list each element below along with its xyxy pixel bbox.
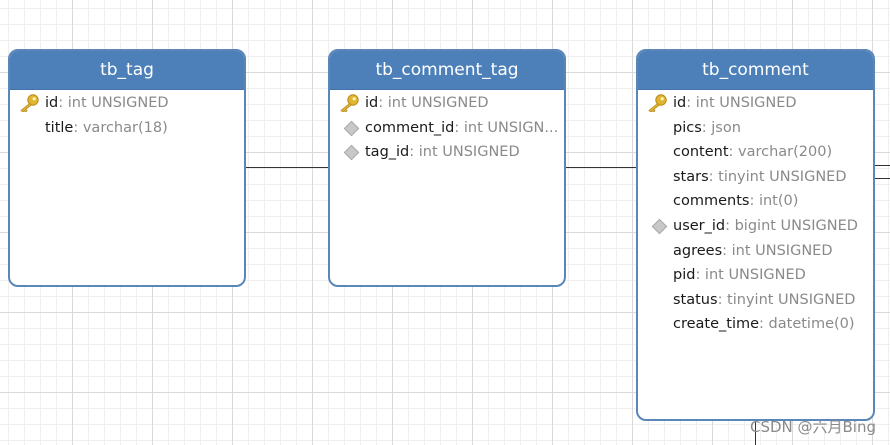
foreign-key-diamond-icon [343,120,360,136]
field-row[interactable]: comment_id: int UNSIGN... [330,116,564,141]
field-type: : varchar(18) [73,119,168,136]
field-type: : int(0) [749,193,799,210]
field-name: content: varchar(200) [673,140,832,165]
primary-key-icon [338,94,360,113]
field-name: id: int UNSIGNED [673,91,797,116]
field-type: : int UNSIGN... [454,119,559,136]
field-name: comment_id: int UNSIGN... [365,116,558,141]
foreign-key-diamond-icon [651,218,668,235]
field-name: status: tinyint UNSIGNED [673,288,855,313]
field-type: : int UNSIGNED [58,95,169,111]
relation-line-comment-right-2 [874,178,890,179]
field-row[interactable]: stars: tinyint UNSIGNED [638,165,873,190]
field-name: stars: tinyint UNSIGNED [673,165,847,190]
field-name-text: status [673,291,718,308]
field-row[interactable]: comments: int(0) [638,189,873,214]
primary-key-icon [18,94,40,113]
field-row[interactable]: content: varchar(200) [638,140,873,165]
field-row[interactable]: user_id: bigint UNSIGNED [638,214,873,239]
field-name-text: pid [673,267,696,284]
field-name-text: user_id [673,217,726,234]
field-row[interactable]: title: varchar(18) [10,116,244,141]
field-name: id: int UNSIGNED [365,91,489,116]
field-name-text: comment_id [365,119,455,136]
field-name-text: create_time [673,316,760,333]
field-row[interactable]: tag_id: int UNSIGNED [330,140,564,165]
field-name-text: title [45,119,74,136]
entity-title: tb_tag [10,51,244,90]
field-name: id: int UNSIGNED [45,91,169,116]
field-row[interactable]: id: int UNSIGNED [638,91,873,116]
relation-line-commenttag-comment [566,167,637,168]
field-name-text: id [45,95,59,111]
field-row[interactable]: pid: int UNSIGNED [638,263,873,288]
field-name-text: pics [673,119,702,136]
field-type: : int UNSIGNED [695,267,806,284]
entity-title: tb_comment_tag [330,51,564,90]
field-row[interactable]: status: tinyint UNSIGNED [638,288,873,313]
field-name-text: agrees [673,242,723,259]
primary-key-icon [646,94,668,113]
field-type: : int UNSIGNED [378,95,489,111]
field-name: create_time: datetime(0) [673,312,855,337]
field-row[interactable]: pics: json [638,116,873,141]
field-name-text: comments [673,193,750,210]
field-name: pid: int UNSIGNED [673,263,806,288]
field-name-text: id [365,95,379,111]
field-row[interactable]: id: int UNSIGNED [330,91,564,116]
field-type: : varchar(200) [728,144,833,161]
field-type: : datetime(0) [759,316,855,333]
field-name: pics: json [673,116,741,141]
field-type: : int UNSIGNED [722,242,833,259]
field-row[interactable]: create_time: datetime(0) [638,312,873,337]
field-name: user_id: bigint UNSIGNED [673,214,858,239]
field-type: : tinyint UNSIGNED [717,291,856,308]
relation-line-comment-right [874,165,890,166]
relation-line-bottom [755,419,756,445]
entity-title: tb_comment [638,51,873,90]
field-row[interactable]: id: int UNSIGNED [10,91,244,116]
field-name-text: id [673,95,687,111]
field-type: : tinyint UNSIGNED [708,168,847,185]
relation-line-tag-commenttag [246,167,329,168]
field-type: : int UNSIGNED [686,95,797,111]
field-name-text: stars [673,168,709,185]
field-name: comments: int(0) [673,189,798,214]
field-type: : int UNSIGNED [409,144,520,161]
foreign-key-diamond-icon [343,144,360,161]
field-type: : bigint UNSIGNED [725,217,858,234]
field-name-text: content [673,144,729,161]
field-name: agrees: int UNSIGNED [673,239,833,264]
field-name-text: tag_id [365,144,410,161]
field-name: title: varchar(18) [45,116,168,141]
field-name: tag_id: int UNSIGNED [365,140,520,165]
field-type: : json [701,119,741,136]
field-row[interactable]: agrees: int UNSIGNED [638,239,873,264]
watermark: CSDN @六月Bing [749,418,876,436]
